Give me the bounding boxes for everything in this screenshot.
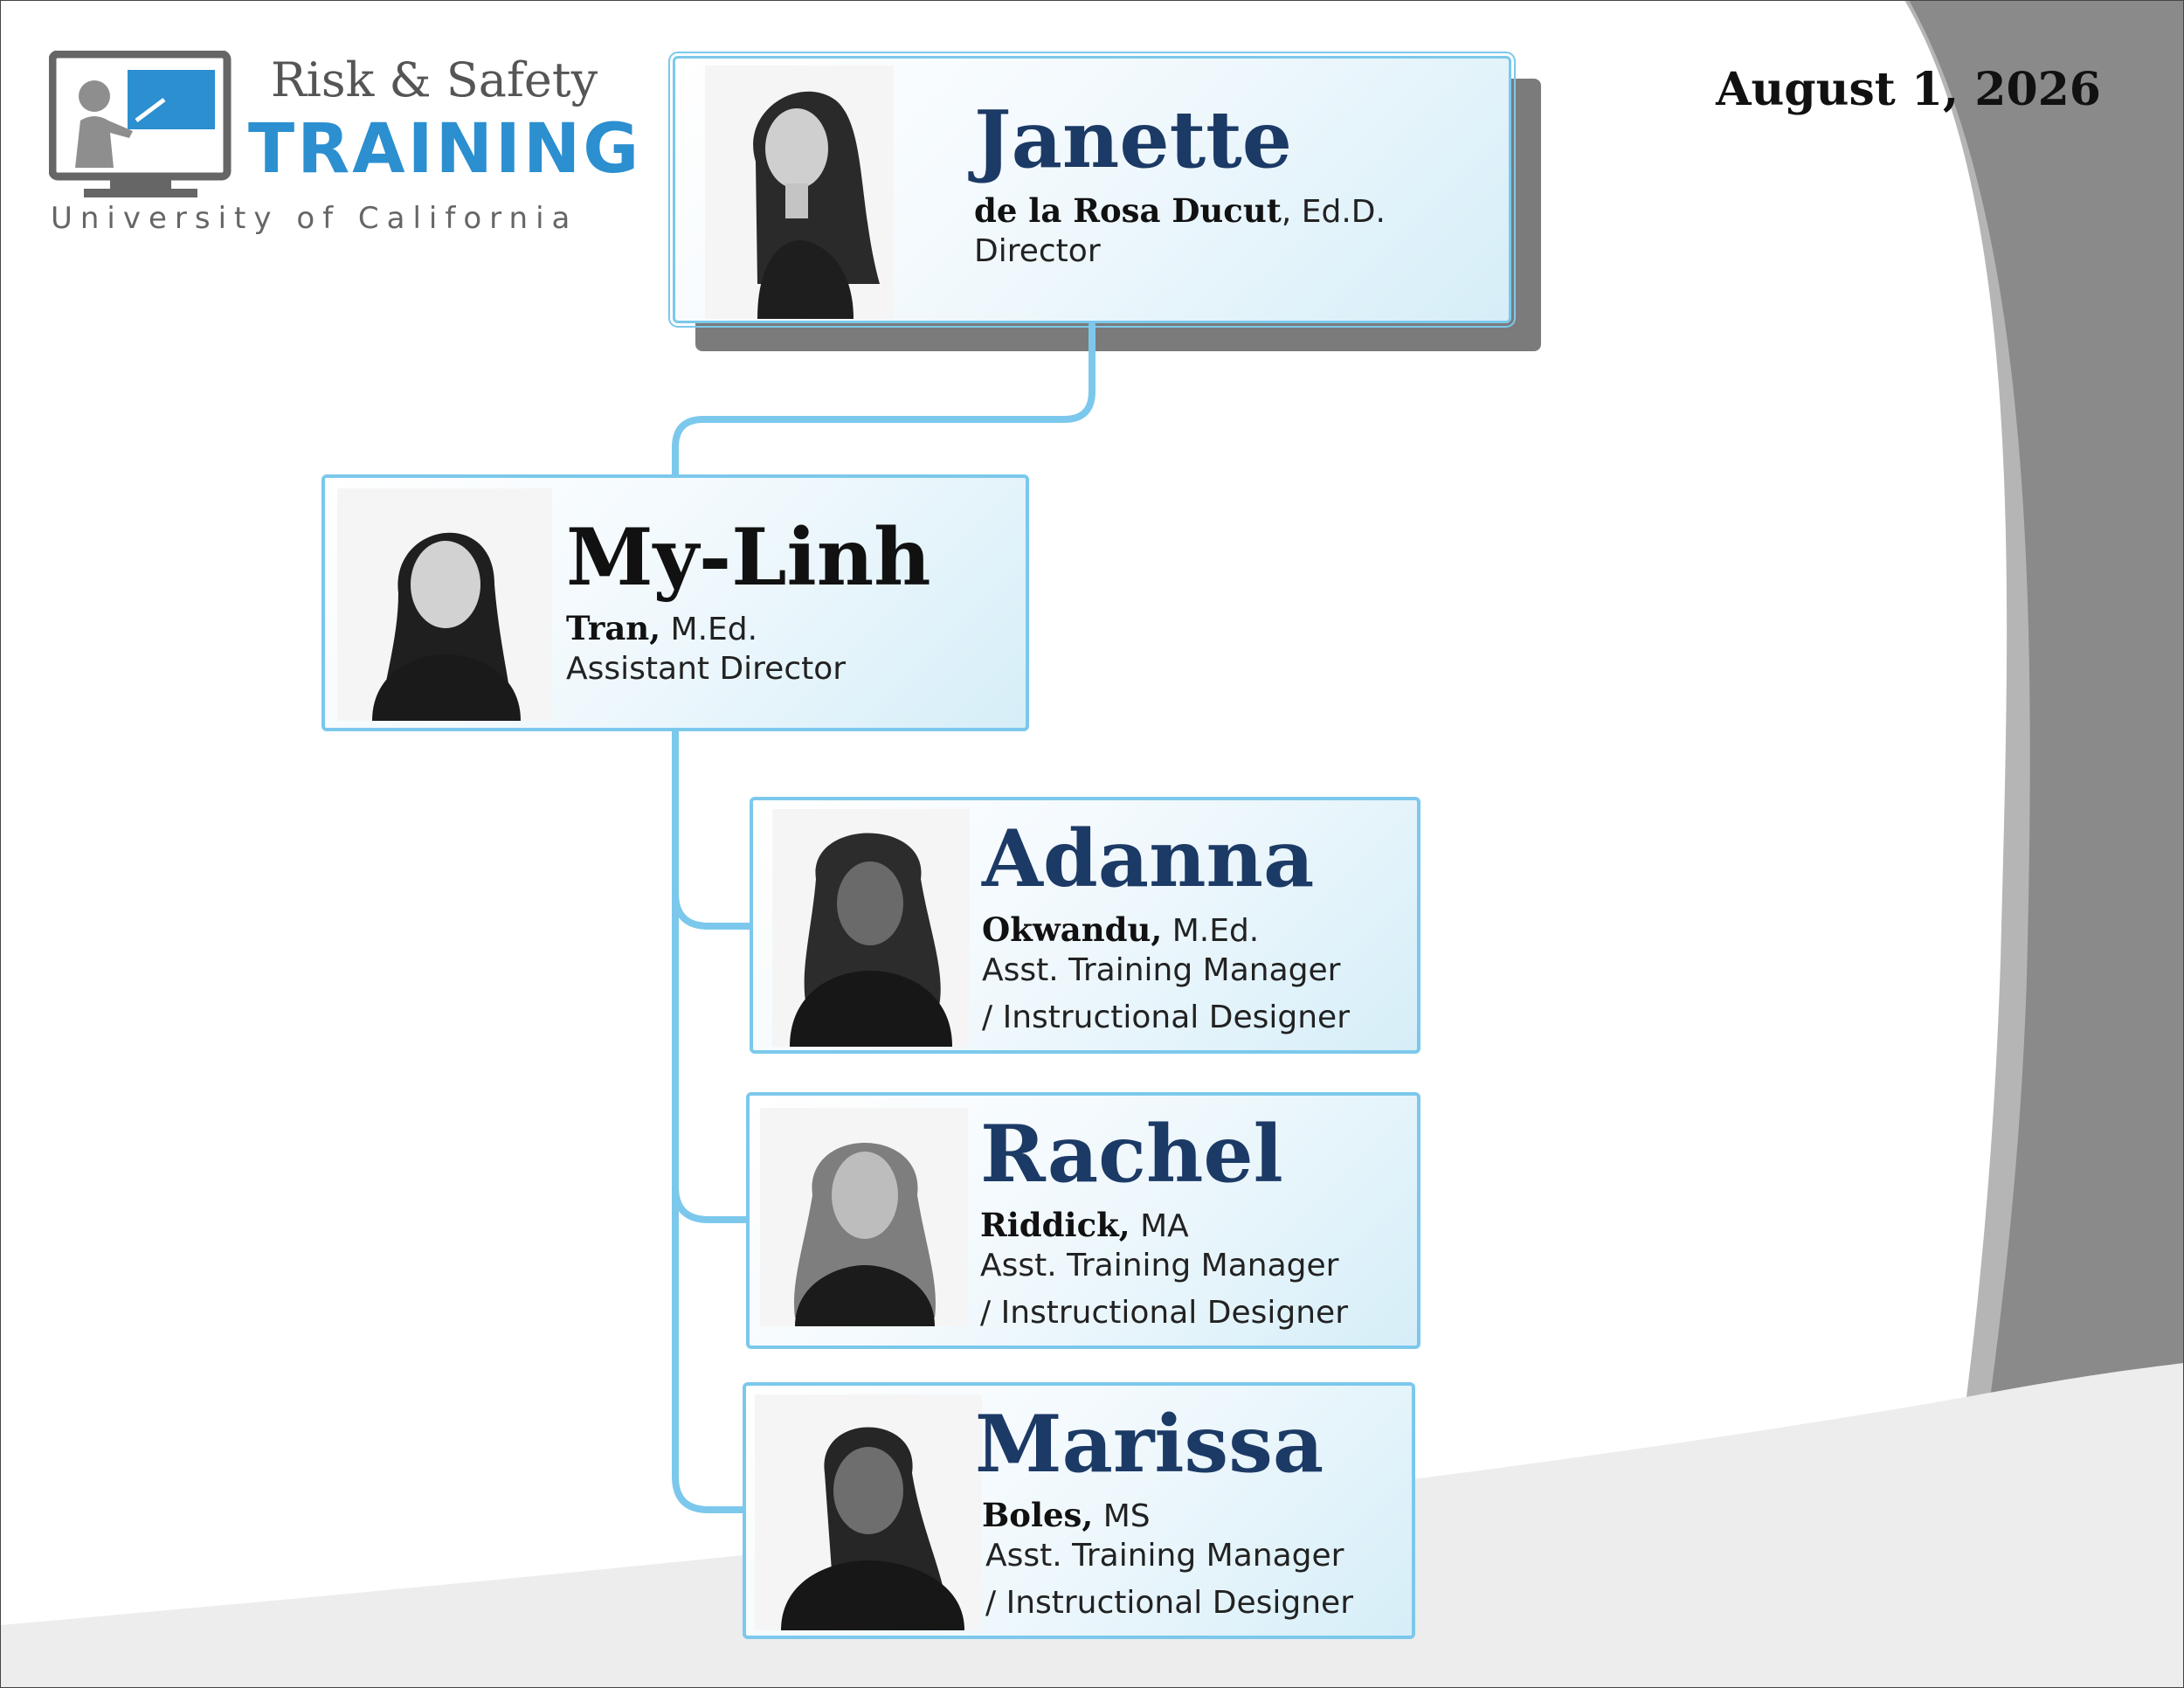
photo-marissa [755, 1394, 982, 1630]
role-rachel-line2: / Instructional Designer [980, 1295, 1348, 1331]
connector-main-trunk [672, 727, 755, 1513]
degree-my-linh: M.Ed. [660, 612, 758, 647]
degree-adanna: M.Ed. [1162, 913, 1260, 949]
last-name-marissa: Boles, [982, 1496, 1094, 1534]
photo-my-linh [337, 488, 552, 721]
first-name-rachel: Rachel [980, 1108, 1283, 1200]
person-portrait-icon [705, 66, 894, 319]
chart-date: August 1, 2026 [1716, 63, 2101, 116]
person-portrait-icon [772, 809, 970, 1047]
role-janette: Director [974, 233, 1101, 269]
logo-university-text: University of California [51, 201, 578, 236]
person-portrait-icon [760, 1108, 968, 1326]
person-portrait-icon [755, 1394, 982, 1630]
last-name-my-linh: Tran, [566, 609, 661, 647]
card-marissa[interactable]: Marissa Boles, MS Asst. Training Manager… [743, 1382, 1415, 1639]
fullname-line-janette: de la Rosa Ducut, Ed.D. [974, 191, 1386, 230]
connector-rachel [672, 1183, 755, 1223]
degree-janette: , Ed.D. [1281, 194, 1386, 230]
person-portrait-icon [337, 488, 552, 721]
fullname-line-adanna: Okwandu, M.Ed. [982, 910, 1259, 949]
card-adanna[interactable]: Adanna Okwandu, M.Ed. Asst. Training Man… [750, 797, 1420, 1054]
last-name-adanna: Okwandu, [982, 910, 1163, 949]
last-name-rachel: Riddick, [980, 1206, 1130, 1244]
card-assistant-director[interactable]: My-Linh Tran, M.Ed. Assistant Director [321, 474, 1029, 731]
presentation-monitor-icon [49, 51, 232, 197]
connector-adanna [672, 889, 757, 930]
last-name-janette: de la Rosa Ducut [974, 191, 1282, 230]
photo-rachel [760, 1108, 968, 1326]
fullname-line-marissa: Boles, MS [982, 1496, 1151, 1534]
fullname-line-rachel: Riddick, MA [980, 1206, 1189, 1244]
photo-janette [705, 66, 894, 319]
photo-adanna [772, 809, 970, 1047]
logo-training-text: TRAINING [248, 110, 642, 189]
role-my-linh: Assistant Director [566, 651, 847, 687]
fullname-line-my-linh: Tran, M.Ed. [566, 609, 757, 647]
role-adanna-line2: / Instructional Designer [982, 1000, 1350, 1035]
card-director[interactable]: Janette de la Rosa Ducut, Ed.D. Director [668, 52, 1516, 328]
card-rachel[interactable]: Rachel Riddick, MA Asst. Training Manage… [746, 1092, 1420, 1349]
first-name-adanna: Adanna [982, 813, 1315, 905]
role-adanna-line1: Asst. Training Manager [982, 952, 1341, 988]
role-rachel-line1: Asst. Training Manager [980, 1248, 1339, 1283]
degree-rachel: MA [1130, 1208, 1189, 1244]
first-name-my-linh: My-Linh [566, 511, 931, 604]
role-marissa-line2: / Instructional Designer [985, 1585, 1353, 1621]
connector-director-assistant [672, 322, 1095, 481]
first-name-janette: Janette [974, 93, 1292, 186]
degree-marissa: MS [1093, 1498, 1151, 1534]
logo-risk-safety-text: Risk & Safety [271, 52, 598, 107]
risk-safety-training-logo: Risk & Safety TRAINING University of Cal… [49, 51, 639, 243]
role-marissa-line1: Asst. Training Manager [985, 1538, 1344, 1574]
first-name-marissa: Marissa [975, 1398, 1324, 1491]
